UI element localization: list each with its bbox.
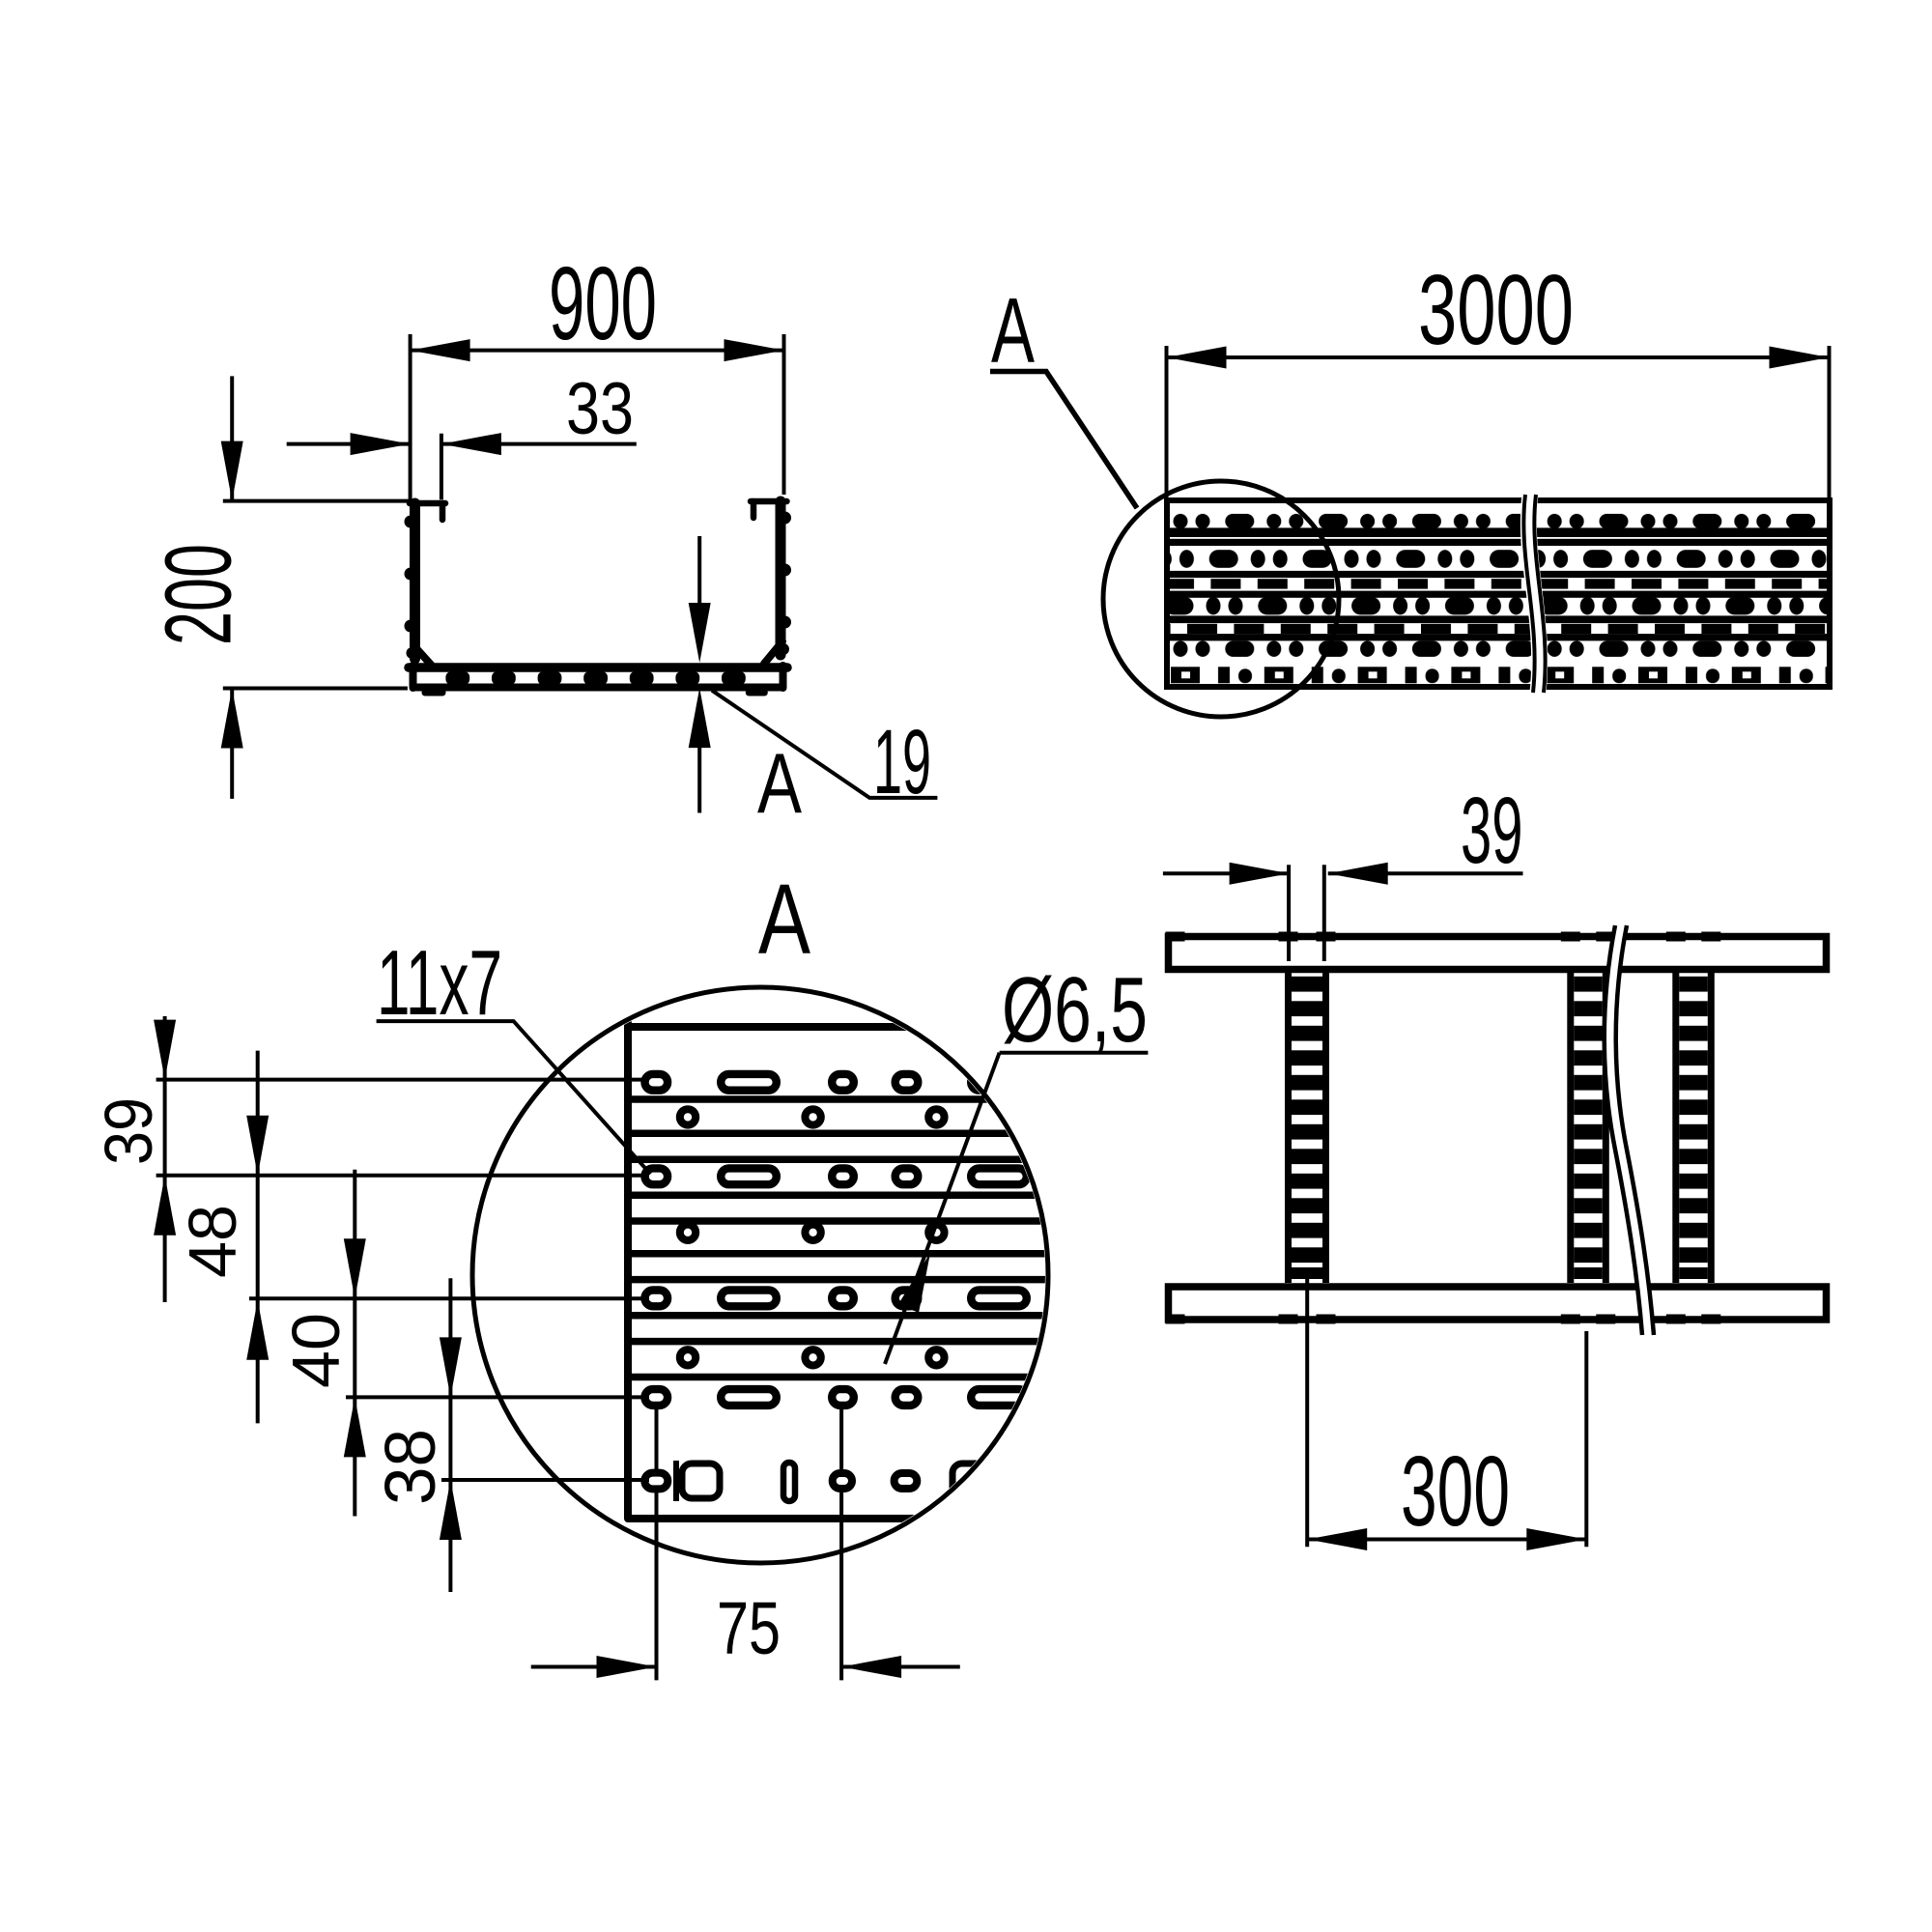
svg-text:200: 200 <box>146 544 251 645</box>
svg-text:39: 39 <box>91 1097 166 1165</box>
svg-text:33: 33 <box>566 368 634 450</box>
svg-text:300: 300 <box>1401 1435 1510 1547</box>
svg-text:A: A <box>758 864 810 975</box>
svg-text:75: 75 <box>717 1587 781 1670</box>
svg-text:3000: 3000 <box>1418 254 1574 365</box>
svg-text:11x7: 11x7 <box>377 931 502 1035</box>
svg-text:19: 19 <box>873 711 931 813</box>
svg-text:A: A <box>991 279 1035 383</box>
svg-text:38: 38 <box>370 1429 450 1505</box>
svg-text:900: 900 <box>549 244 657 361</box>
svg-text:39: 39 <box>1461 778 1523 883</box>
svg-text:Ø6,5: Ø6,5 <box>1002 958 1148 1062</box>
svg-text:40: 40 <box>278 1313 354 1388</box>
svg-text:48: 48 <box>175 1205 250 1278</box>
svg-text:A: A <box>757 736 802 832</box>
